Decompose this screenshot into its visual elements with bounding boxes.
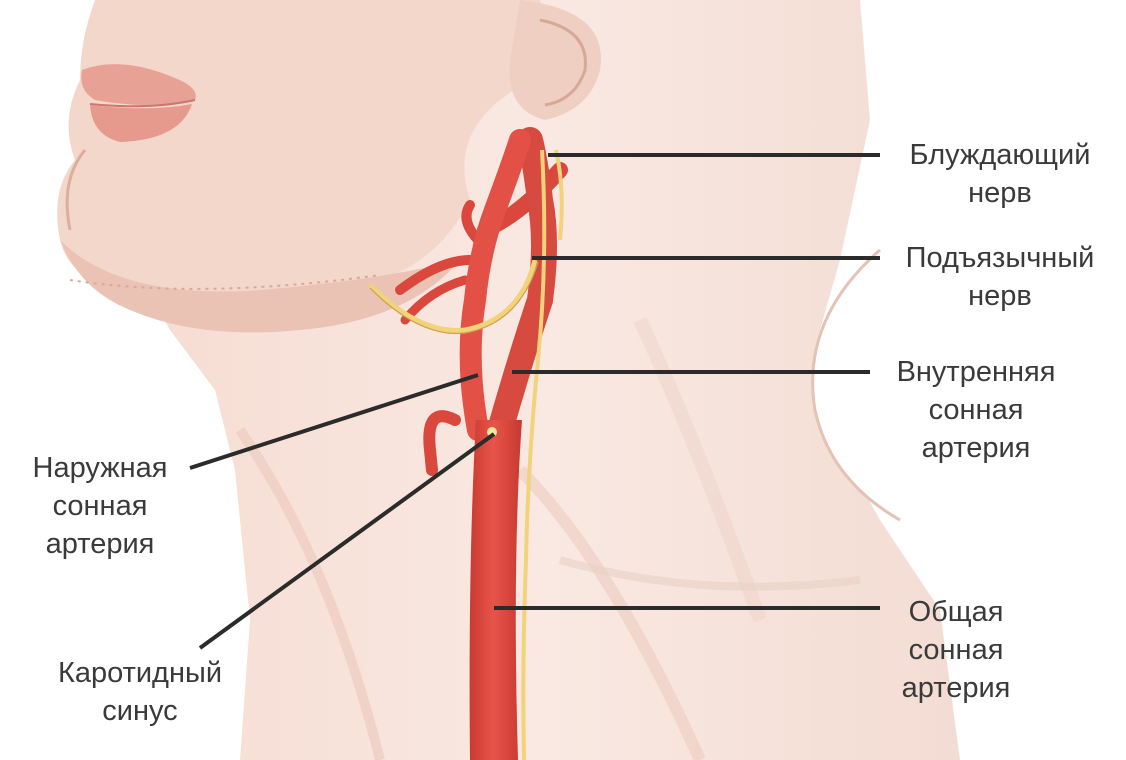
common-carotid-vessel	[470, 420, 522, 760]
label-vagus-nerve: Блуждающий нерв	[880, 136, 1120, 212]
label-carotid-sinus: Каротидный синус	[20, 654, 260, 730]
label-internal-carotid: Внутренняя сонная артерия	[866, 353, 1086, 467]
label-common-carotid: Общая сонная артерия	[856, 593, 1056, 707]
label-external-carotid: Наружная сонная артерия	[0, 449, 200, 563]
label-hypoglossal-nerve: Подъязычный нерв	[880, 239, 1120, 315]
